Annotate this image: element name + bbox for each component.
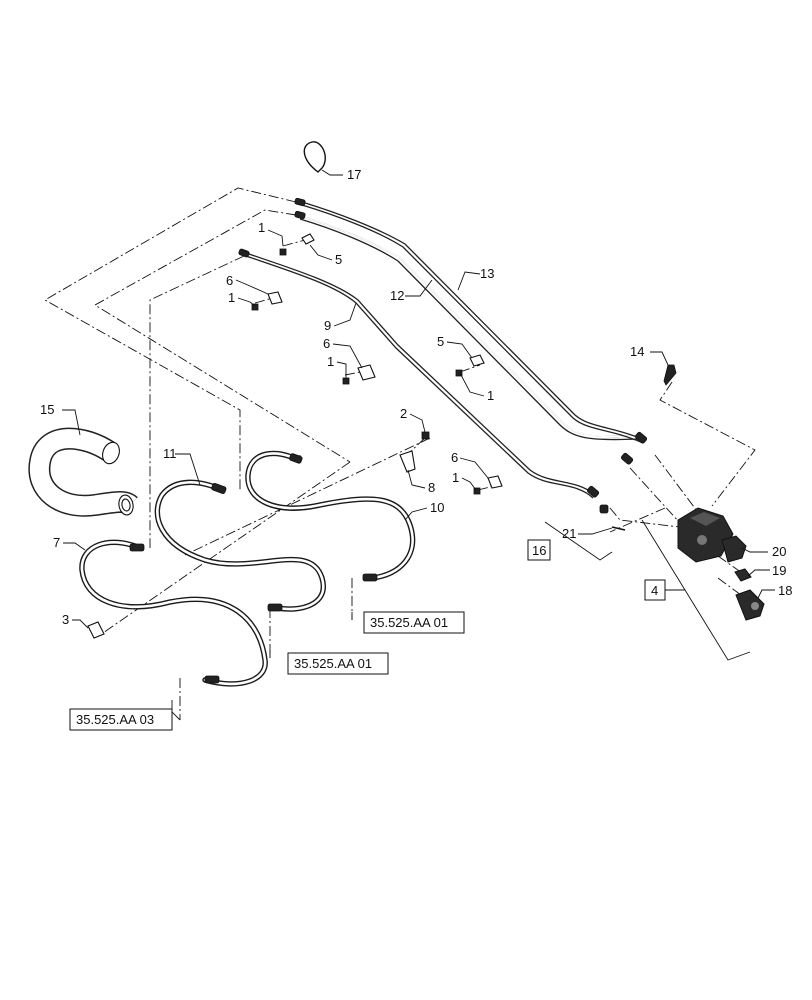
callout-4: 4 [651,583,658,598]
boxed-callout-16: 16 [527,539,551,561]
reference-box-c[interactable]: 35.525.AA 03 [69,708,173,731]
boxed-callout-4: 4 [644,579,685,601]
loop-17 [303,141,326,173]
group-bracket-16 [544,521,613,561]
callout-17: 17 [347,167,361,182]
callout-18: 18 [778,583,792,598]
callout-9: 9 [324,318,331,333]
tube-12 [299,215,641,441]
callout-19: 19 [772,563,786,578]
callout-6: 6 [323,336,330,351]
valve-block-4 [677,507,734,563]
callout-14: 14 [630,344,644,359]
callout-1: 1 [228,290,235,305]
tube-9 [245,252,596,499]
coupler-19 [734,568,752,582]
callout-12: 12 [390,288,404,303]
reference-link-b[interactable]: 35.525.AA 01 [294,656,372,671]
coupler-20 [721,535,747,563]
hose-ends [129,453,378,684]
tube-13 [301,201,646,444]
hose-7 [79,539,268,687]
callout-8: 8 [428,480,435,495]
callout-6: 6 [451,450,458,465]
callout-15: 15 [40,402,54,417]
group-bracket-4 [641,519,751,661]
reference-box-a[interactable]: 35.525.AA 01 [363,611,465,634]
callout-5: 5 [437,334,444,349]
callout-1: 1 [258,220,265,235]
reference-link-c[interactable]: 35.525.AA 03 [76,712,154,727]
callout-10: 10 [430,500,444,515]
tube-fittings [238,197,648,514]
callout-2: 2 [400,406,407,421]
callout-11: 11 [163,446,177,461]
hose-11 [154,479,326,612]
callout-1: 1 [327,354,334,369]
clamps-bolts [87,233,677,639]
callout-5: 5 [335,252,342,267]
callout-21: 21 [562,526,576,541]
callout-13: 13 [480,266,494,281]
leader-lines [62,169,775,721]
callout-6: 6 [226,273,233,288]
callout-1: 1 [487,388,494,403]
coupler-18 [735,589,765,621]
callout-3: 3 [62,612,69,627]
large-hose-15 [28,427,138,517]
reference-box-b[interactable]: 35.525.AA 01 [287,652,389,675]
callout-labels: 17 1 5 6 1 9 12 13 6 1 5 1 14 2 15 11 6 … [40,167,792,627]
callout-16: 16 [532,543,546,558]
hose-10 [245,450,416,581]
reference-link-a[interactable]: 35.525.AA 01 [370,615,448,630]
callout-20: 20 [772,544,786,559]
phantom-lines [44,187,756,720]
callout-1: 1 [452,470,459,485]
callout-7: 7 [53,535,60,550]
